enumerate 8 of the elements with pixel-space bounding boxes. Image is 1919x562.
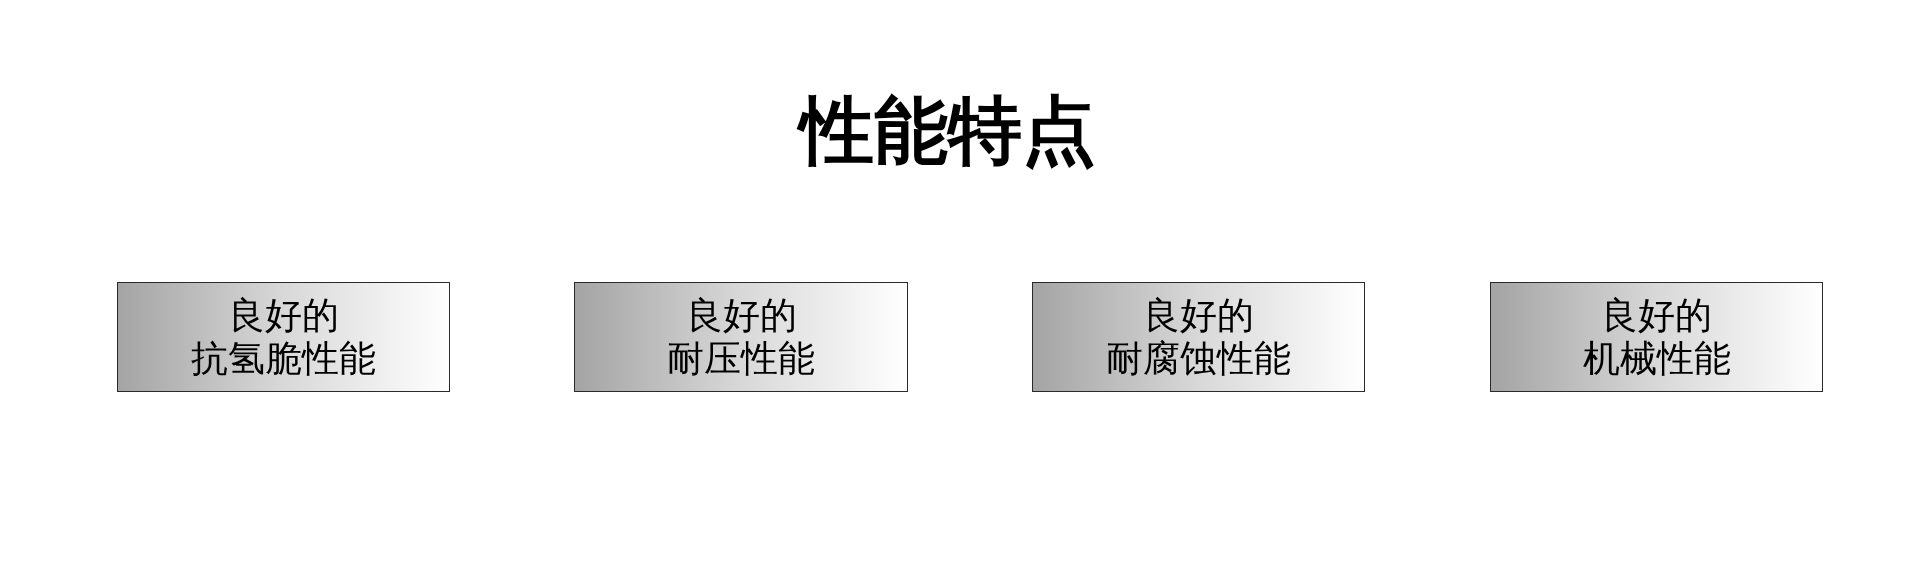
feature-box: [1490, 282, 1823, 392]
box-label: 良好的耐腐蚀性能: [1106, 294, 1291, 380]
feature-box: [1032, 282, 1365, 392]
box-label: 良好的抗氢脆性能: [191, 294, 376, 380]
box-label: 良好的耐压性能: [667, 294, 815, 380]
feature-box: [574, 282, 908, 392]
feature-box: [117, 282, 450, 392]
box-label: 良好的机械性能: [1582, 294, 1731, 380]
